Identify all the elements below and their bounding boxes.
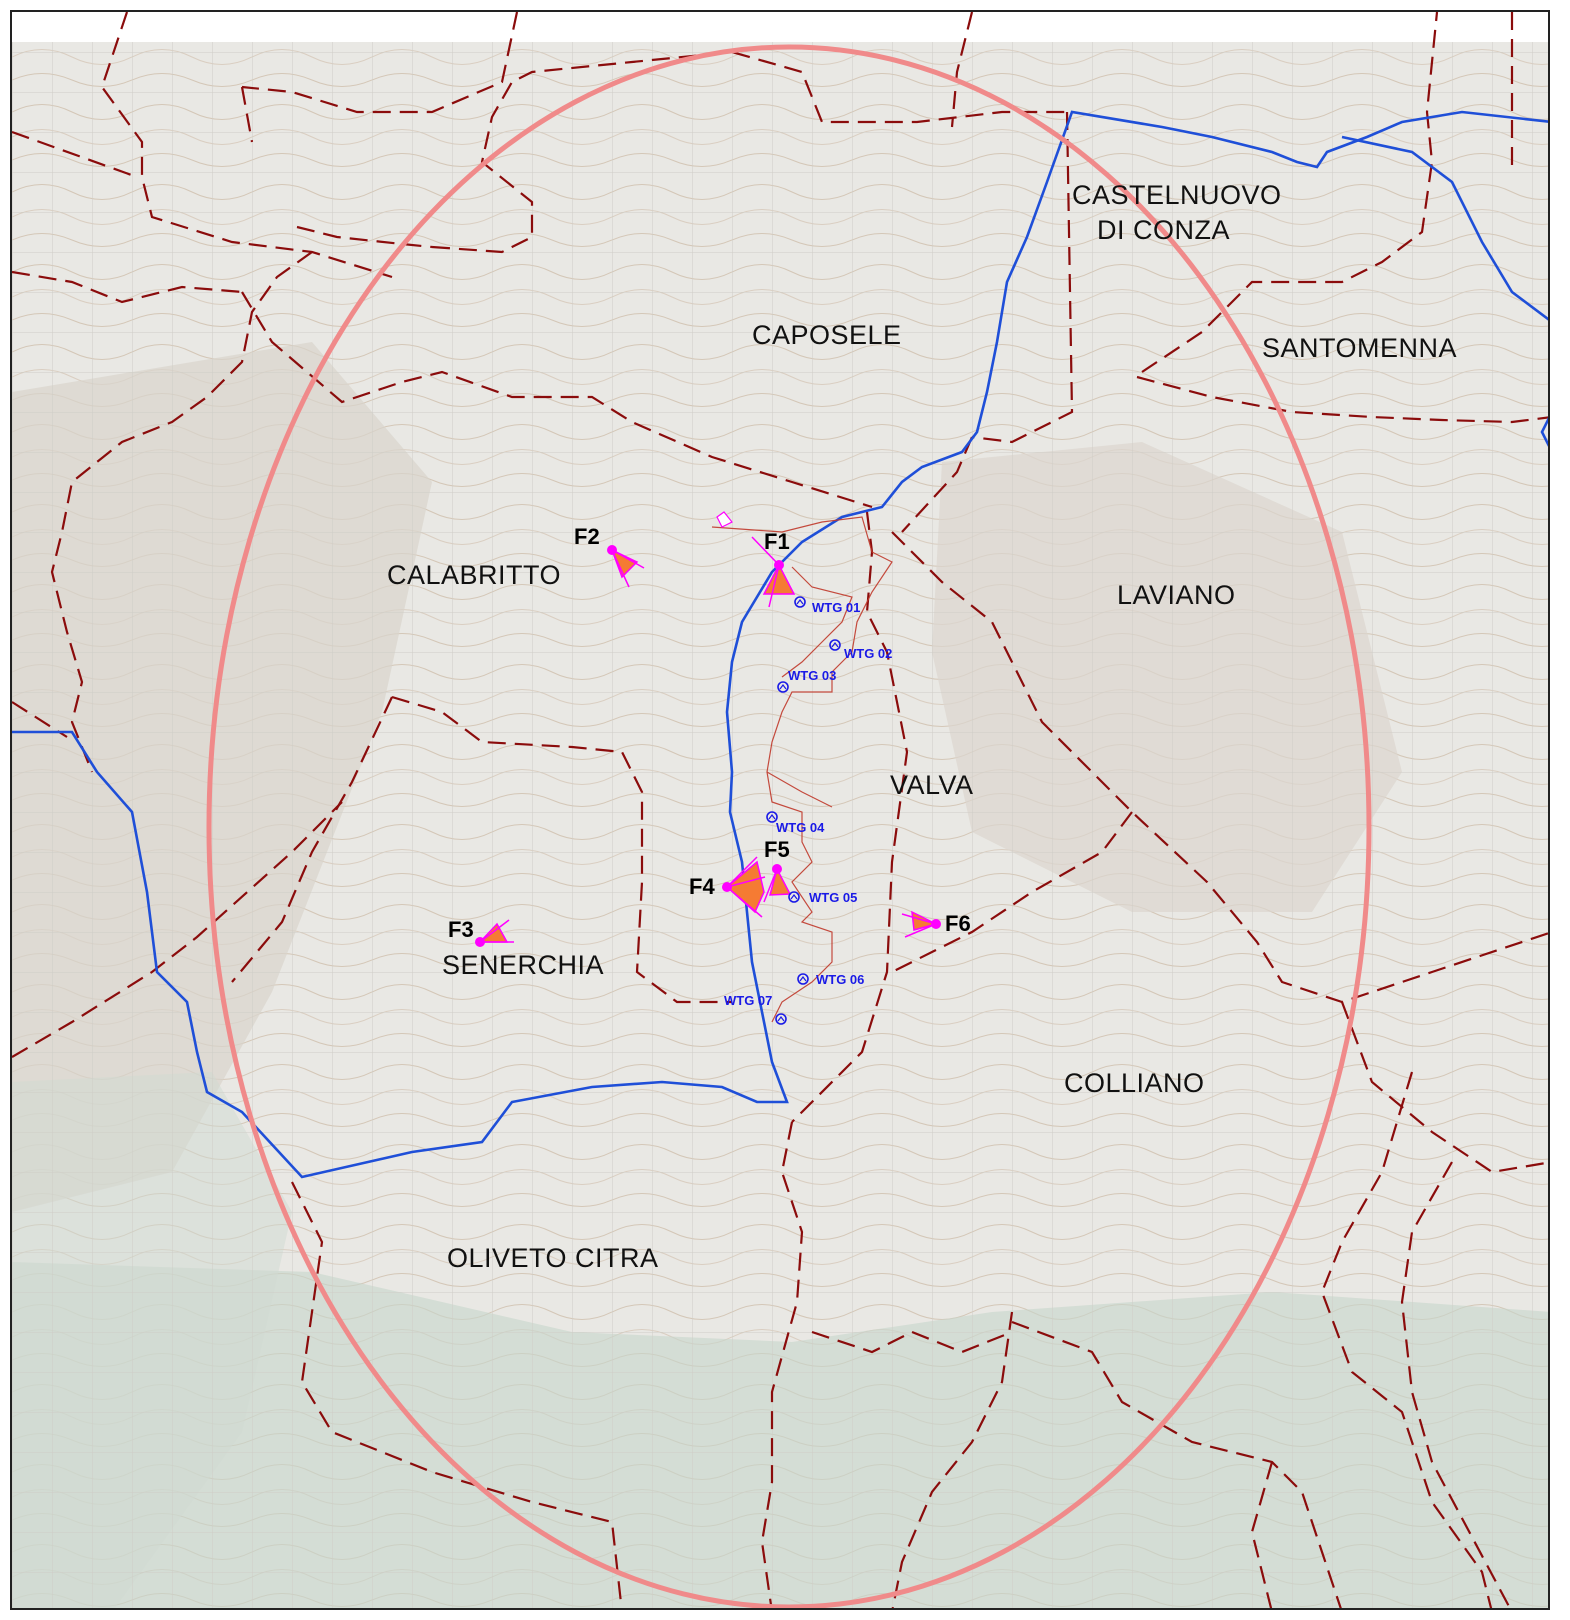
white-map-margin [12,12,1548,42]
site-label-f2: F2 [574,524,600,549]
turbine-marker-wtg06[interactable]: WTG 06 [797,972,864,987]
site-label-f3: F3 [448,917,474,942]
buffer-circle [206,44,1372,1608]
site-label-f5: F5 [764,837,790,862]
turbine-marker-wtg01[interactable]: WTG 01 [794,596,860,615]
turbine-icon [788,891,800,903]
turbine-icon [829,639,841,651]
turbine-icon [794,596,806,608]
site-marker-f5[interactable]: F5 [763,837,792,903]
map-frame[interactable]: CASTELNUOVO DI CONZA CAPOSELE SANTOMENNA… [10,10,1550,1610]
turbine-icon [777,681,789,693]
site-point-f3 [475,937,485,947]
topographic-map: CASTELNUOVO DI CONZA CAPOSELE SANTOMENNA… [12,12,1548,1608]
site-point-f2 [607,545,617,555]
municipality-label-laviano: LAVIANO [1117,580,1236,610]
turbine-label-wtg04: WTG 04 [776,820,825,835]
municipality-label-calabritto: CALABRITTO [387,560,561,590]
turbine-marker-wtg02[interactable]: WTG 02 [829,639,892,661]
turbine-label-wtg03: WTG 03 [788,668,836,683]
turbine-label-wtg02: WTG 02 [844,646,892,661]
site-label-f6: F6 [945,911,971,936]
province-boundaries [12,110,1548,1179]
site-point-f1 [774,560,784,570]
municipality-label-di-conza: DI CONZA [1097,215,1230,245]
municipality-label-colliano: COLLIANO [1064,1068,1205,1098]
site-point-f6 [931,919,941,929]
turbine-marker-wtg04[interactable]: WTG 04 [766,811,825,835]
municipality-label-santomenna: SANTOMENNA [1262,333,1457,363]
municipality-label-valva: VALVA [890,770,974,800]
view-cone-f1 [762,563,796,595]
turbine-marker-wtg03[interactable]: WTG 03 [777,668,836,693]
view-cone-f5 [769,866,792,896]
turbine-label-wtg06: WTG 06 [816,972,864,987]
view-cone-f2 [610,548,639,579]
site-marker-f1[interactable]: F1 [716,511,796,608]
grid-lines [12,12,1548,1608]
turbine-icon [775,1013,787,1025]
turbine-icon [766,811,778,823]
site-marker-f3[interactable]: F3 [448,917,514,947]
turbine-icon [797,973,809,985]
site-point-f4 [722,882,732,892]
municipality-label-castelnuovo: CASTELNUOVO [1072,180,1282,210]
turbine-marker-wtg07[interactable]: WTG 07 [724,993,787,1025]
site-marker-f2[interactable]: F2 [574,524,645,588]
site-marker-f4[interactable]: F4 [689,856,766,918]
turbine-marker-wtg05[interactable]: WTG 05 [788,890,857,905]
turbine-label-wtg01: WTG 01 [812,600,860,615]
municipality-label-senerchia: SENERCHIA [442,950,604,980]
road-network [711,516,893,1023]
municipality-label-oliveto-citra: OLIVETO CITRA [447,1243,659,1273]
site-marker-f6[interactable]: F6 [901,910,971,938]
site-point-f5 [772,864,782,874]
turbine-label-wtg05: WTG 05 [809,890,857,905]
site-label-f4: F4 [689,874,715,899]
turbine-label-wtg07: WTG 07 [724,993,772,1008]
site-label-f1: F1 [764,529,790,554]
municipal-boundaries [12,12,1548,1608]
municipality-label-caposele: CAPOSELE [752,320,902,350]
